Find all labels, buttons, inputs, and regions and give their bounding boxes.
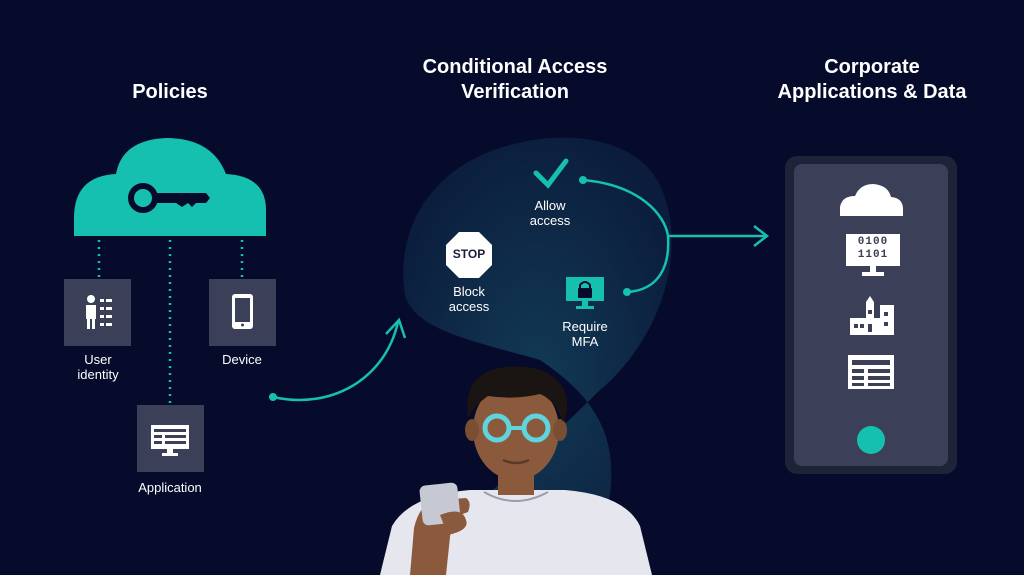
- verification-heading: Conditional Access Verification: [422, 56, 608, 103]
- allow-access-label: Allow access: [529, 198, 571, 228]
- stop-sign-icon: [446, 232, 492, 278]
- binary-monitor-icon: [846, 234, 900, 276]
- home-button-icon: [857, 426, 885, 454]
- block-access-label: Block access: [448, 284, 490, 314]
- device-label: Device: [222, 352, 262, 367]
- user-identity-tile: [64, 279, 131, 346]
- flow-arrow-to-corporate: [579, 176, 770, 296]
- mobile-device-icon: [232, 294, 253, 329]
- stop-sign-text: STOP: [452, 247, 486, 261]
- checkmark-icon: [533, 158, 569, 189]
- application-tile: [137, 405, 204, 472]
- user-identity-icon: [86, 295, 112, 329]
- user-identity-label: User identity: [77, 352, 119, 382]
- document-table-icon: [848, 355, 894, 389]
- buildings-icon: [850, 296, 894, 335]
- application-label: Application: [138, 480, 202, 495]
- monitor-lock-icon: [566, 277, 604, 309]
- binary-text: 0100 1101: [857, 236, 889, 261]
- cloud-icon: [840, 184, 903, 216]
- policies-heading: Policies: [132, 81, 208, 103]
- device-tile: [209, 279, 276, 346]
- cloud-key-icon: [74, 138, 266, 236]
- flow-arrow-to-verification: [269, 317, 407, 402]
- application-window-icon: [151, 425, 189, 456]
- require-mfa-label: Require MFA: [562, 319, 608, 349]
- corporate-heading: Corporate Applications & Data: [777, 56, 967, 103]
- person-with-glasses-holding-phone: [380, 366, 652, 575]
